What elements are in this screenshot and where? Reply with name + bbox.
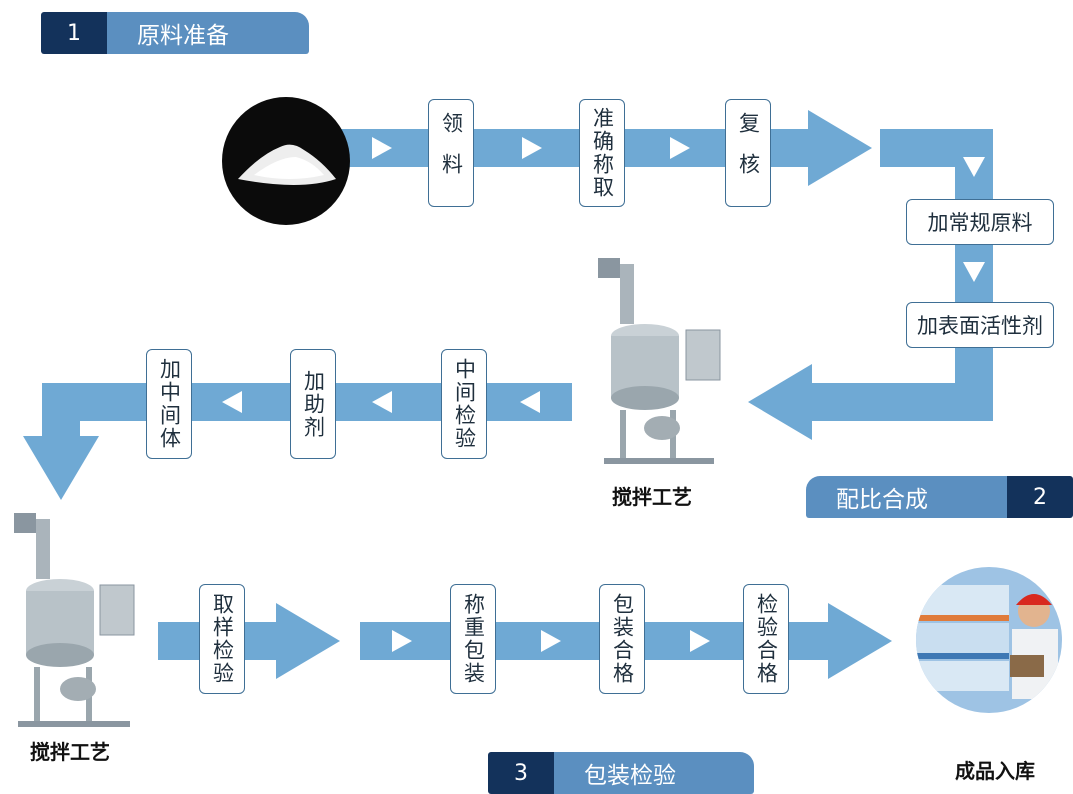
step-box-add-auxiliary: 加助剂 — [290, 349, 336, 459]
left-down-arrow-head — [23, 436, 99, 500]
chevron-left-icon — [372, 391, 392, 413]
section-3-header: 3 包装检验 — [488, 752, 754, 794]
step-box-lingliao: 领料 — [428, 99, 474, 207]
warehouse-worker-image — [916, 567, 1062, 713]
step-box-add-surfactant: 加表面活性剂 — [906, 302, 1054, 348]
section-3-number: 3 — [488, 752, 554, 794]
row3-arrow-head-b — [828, 603, 892, 679]
step-box-add-regular: 加常规原料 — [906, 199, 1054, 245]
chevron-down-icon — [963, 262, 985, 282]
step-box-sample-inspect: 取样检验 — [199, 584, 245, 694]
right-flow-band-return — [812, 383, 993, 421]
section-1-title: 原料准备 — [107, 12, 309, 54]
step-box-mid-inspect: 中间检验 — [441, 349, 487, 459]
row1-arrow-head — [808, 110, 872, 186]
chevron-right-icon — [372, 137, 392, 159]
step-box-add-intermediate: 加中间体 — [146, 349, 192, 459]
chevron-right-icon — [670, 137, 690, 159]
mixer-caption-top: 搅拌工艺 — [612, 485, 692, 509]
step-box-weigh-pack: 称重包装 — [450, 584, 496, 694]
section-1-header: 1 原料准备 — [41, 12, 309, 54]
chevron-right-icon — [522, 137, 542, 159]
section-2-header: 2 配比合成 — [806, 476, 1073, 518]
row2-arrow-head — [748, 364, 812, 440]
chevron-right-icon — [690, 630, 710, 652]
step-box-pack-pass: 包装合格 — [599, 584, 645, 694]
mixer-machine-image — [590, 250, 730, 470]
row3-arrow-head-a — [276, 603, 340, 679]
chevron-left-icon — [520, 391, 540, 413]
section-2-title: 配比合成 — [806, 476, 1007, 518]
chevron-right-icon — [541, 630, 561, 652]
chevron-right-icon — [392, 630, 412, 652]
step-box-weigh: 准确称取 — [579, 99, 625, 207]
step-box-recheck: 复核 — [725, 99, 771, 207]
step-box-inspect-pass: 检验合格 — [743, 584, 789, 694]
section-3-title: 包装检验 — [554, 752, 754, 794]
raw-powder-image — [222, 97, 350, 225]
warehouse-caption: 成品入库 — [955, 759, 1035, 783]
mixer-machine-image — [8, 505, 148, 735]
mixer-caption-bottom: 搅拌工艺 — [30, 740, 110, 764]
left-flow-band-vertical — [42, 383, 80, 438]
section-1-number: 1 — [41, 12, 107, 54]
chevron-down-icon — [963, 157, 985, 177]
section-2-number: 2 — [1007, 476, 1073, 518]
chevron-left-icon — [222, 391, 242, 413]
